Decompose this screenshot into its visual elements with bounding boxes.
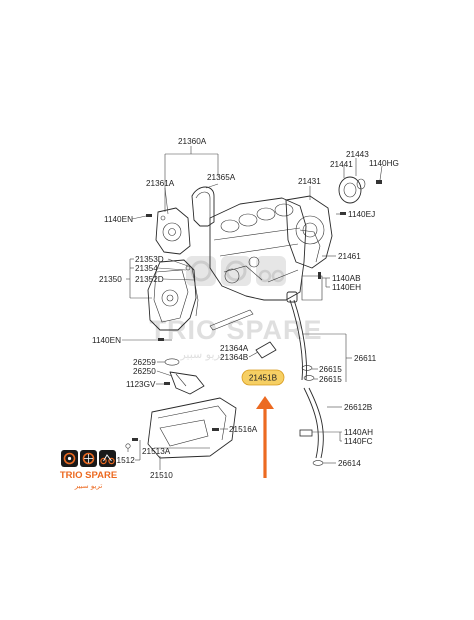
logo-motorcycle-icon: [99, 450, 116, 467]
label-21431[interactable]: 21431: [298, 177, 321, 186]
label-21451B: 21451B: [249, 374, 278, 383]
watermark: TRIO SPARE تريو سبير: [149, 256, 322, 361]
highlight-21451B-box: [241, 369, 285, 386]
part-labels: 21360A 21361A 21365A 1140EN 21353D 21354…: [92, 137, 399, 480]
label-1123GV[interactable]: 1123GV: [126, 380, 156, 389]
label-21350[interactable]: 21350: [99, 275, 122, 284]
label-21354[interactable]: 21354: [135, 264, 158, 273]
label-26614[interactable]: 26614: [338, 459, 361, 468]
label-26250[interactable]: 26250: [133, 367, 156, 376]
logo-arabic-text: تريو سبير: [74, 482, 103, 490]
label-26611[interactable]: 26611: [354, 354, 377, 363]
label-21361A[interactable]: 21361A: [146, 179, 175, 188]
label-21364B[interactable]: 21364B: [220, 353, 249, 362]
label-1140EJ[interactable]: 1140EJ: [348, 210, 375, 219]
trio-spare-logo: TRIO SPARE تريو سبير: [60, 450, 117, 490]
label-21441[interactable]: 21441: [330, 160, 353, 169]
leader-lines: [122, 146, 383, 470]
label-21512[interactable]: 21512: [112, 456, 135, 465]
label-21352D[interactable]: 21352D: [135, 275, 164, 284]
logo-brand-text: TRIO SPARE: [60, 470, 117, 481]
label-1140AB[interactable]: 1140AB: [332, 274, 361, 283]
logo-wheel-icon: [80, 450, 97, 467]
label-21353D[interactable]: 21353D: [135, 255, 164, 264]
label-21516A[interactable]: 21516A: [229, 425, 258, 434]
label-1140EN-bottom[interactable]: 1140EN: [92, 336, 121, 345]
watermark-motorcycle-icon: [256, 256, 286, 286]
label-1140EH[interactable]: 1140EH: [332, 283, 361, 292]
label-26612B[interactable]: 26612B: [344, 403, 373, 412]
label-21360A[interactable]: 21360A: [178, 137, 207, 146]
label-26259[interactable]: 26259: [133, 358, 156, 367]
watermark-gear-icon: [186, 256, 216, 286]
label-21365A[interactable]: 21365A: [207, 173, 236, 182]
label-26615-a[interactable]: 26615: [319, 365, 342, 374]
label-1140FC[interactable]: 1140FC: [344, 437, 373, 446]
label-1140HG[interactable]: 1140HG: [369, 159, 399, 168]
label-21364A[interactable]: 21364A: [220, 344, 249, 353]
highlight-21451B[interactable]: 21451B: [241, 369, 285, 386]
arrow-up-icon: [256, 396, 274, 478]
label-21513A[interactable]: 21513A: [142, 447, 171, 456]
logo-gear-icon: [61, 450, 78, 467]
label-1140AH[interactable]: 1140AH: [344, 428, 373, 437]
label-1140EN-top[interactable]: 1140EN: [104, 215, 133, 224]
label-21510[interactable]: 21510: [150, 471, 173, 480]
label-21443[interactable]: 21443: [346, 150, 369, 159]
engine-block: [209, 176, 382, 301]
oil-pan-assembly: [125, 291, 324, 466]
label-26615-b[interactable]: 26615: [319, 375, 342, 384]
label-21461[interactable]: 21461: [338, 252, 361, 261]
watermark-arabic: تريو سبير: [179, 348, 223, 361]
